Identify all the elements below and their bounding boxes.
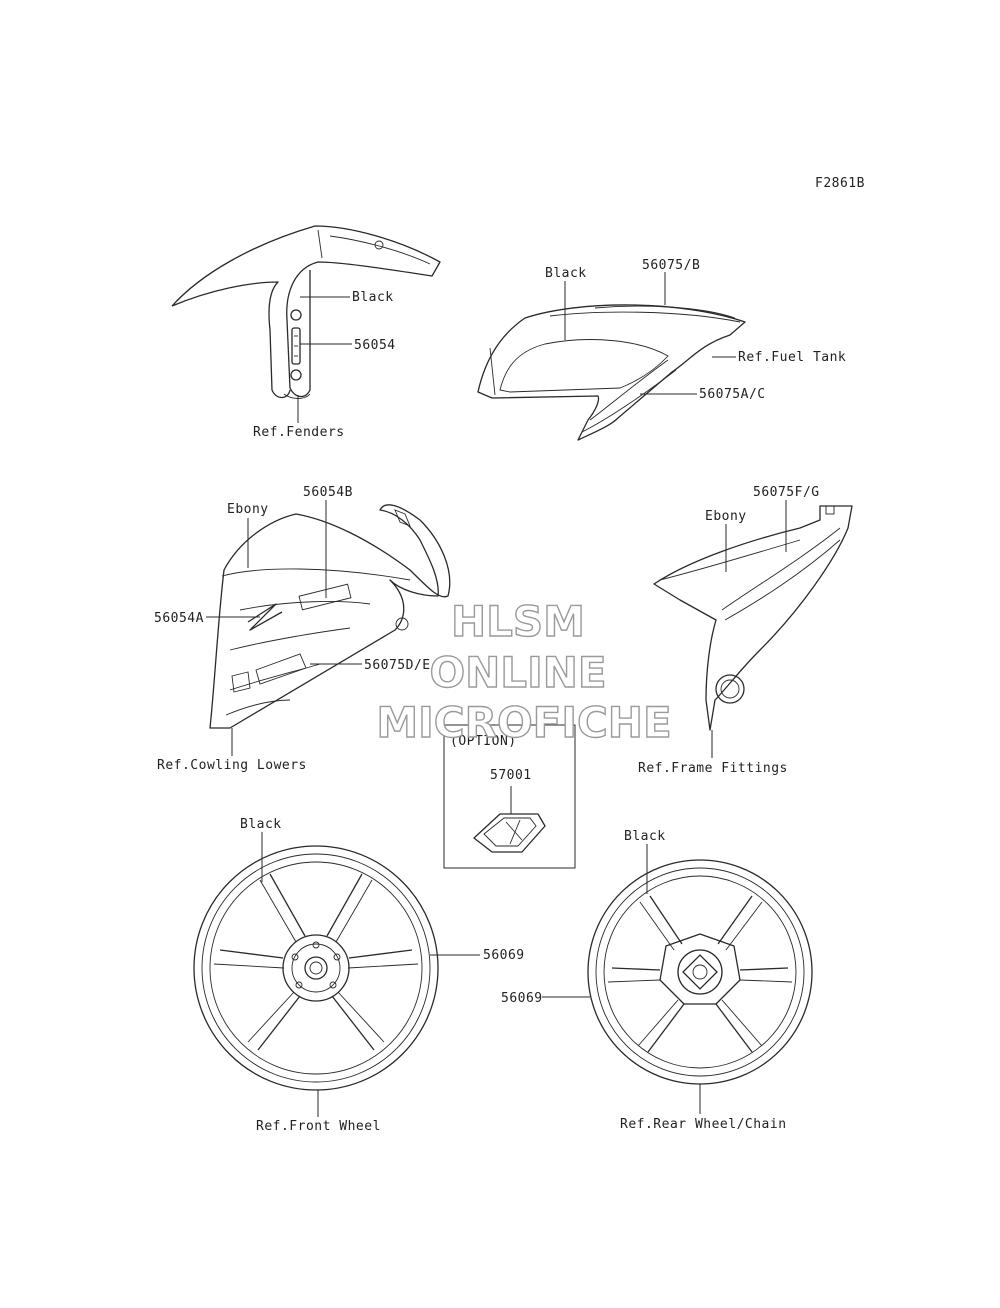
tank-part-56075b: 56075/B	[642, 258, 700, 273]
fender-black-label: Black	[352, 290, 394, 305]
watermark-line-1: HLSM	[451, 597, 585, 646]
frame-ref-label: Ref.Frame Fittings	[638, 761, 788, 776]
front-ref-label: Ref.Front Wheel	[256, 1119, 381, 1134]
frame-part-56075fg: 56075F/G	[753, 485, 820, 500]
cowl-part-56054a: 56054A	[154, 611, 204, 626]
front-black-label: Black	[240, 817, 282, 832]
watermark-line-3: MICROFICHE	[376, 698, 671, 747]
cowling-illustration	[209, 504, 451, 729]
cowl-part-56054b: 56054B	[303, 485, 353, 500]
front-fender-illustration	[171, 225, 441, 399]
frame-cover-illustration	[653, 505, 853, 731]
rear-wheel-illustration	[587, 859, 813, 1085]
watermark-line-2: ONLINE	[429, 648, 606, 697]
fuel-tank-cover-illustration	[477, 304, 746, 441]
front-part-56069: 56069	[483, 948, 525, 963]
rear-part-56069: 56069	[501, 991, 543, 1006]
tank-ref-label: Ref.Fuel Tank	[738, 350, 846, 365]
watermark: HLSM ONLINE MICROFICHE	[376, 596, 673, 747]
option-part-57001: 57001	[490, 768, 532, 783]
tank-part-56075ac: 56075A/C	[699, 387, 766, 402]
fender-ref-label: Ref.Fenders	[253, 425, 345, 440]
rear-black-label: Black	[624, 829, 666, 844]
tank-black-label: Black	[545, 266, 587, 281]
figure-id: F2861B	[815, 176, 865, 191]
rear-ref-label: Ref.Rear Wheel/Chain	[620, 1117, 787, 1132]
cowl-ref-label: Ref.Cowling Lowers	[157, 758, 307, 773]
option-title: (OPTION)	[450, 734, 517, 749]
fender-part-56054: 56054	[354, 338, 396, 353]
cowl-ebony-label: Ebony	[227, 502, 269, 517]
option-box	[443, 724, 576, 869]
frame-ebony-label: Ebony	[705, 509, 747, 524]
cowl-part-56075de: 56075D/E	[364, 658, 431, 673]
front-wheel-illustration	[193, 845, 439, 1091]
